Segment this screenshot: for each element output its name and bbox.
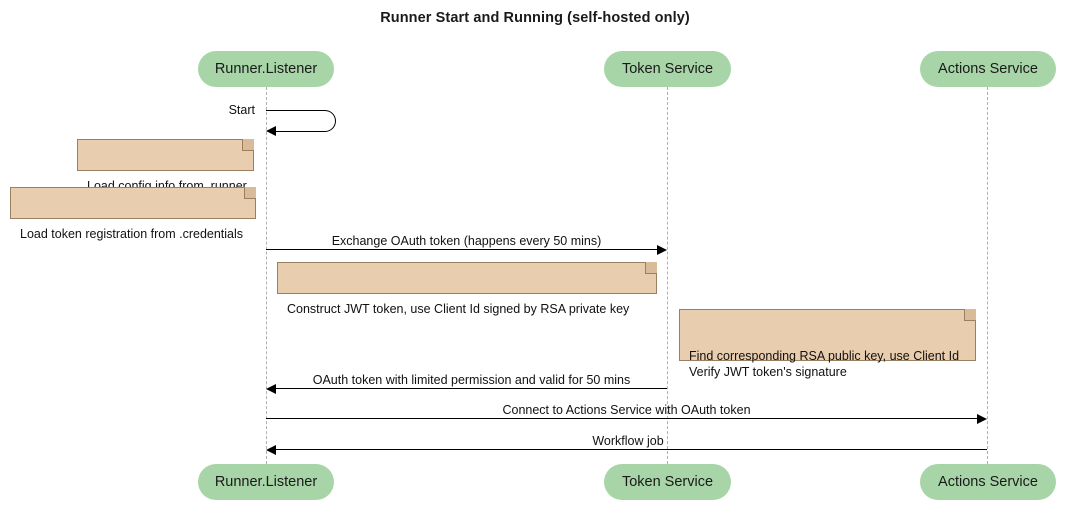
note-construct-jwt-token: Construct JWT token, use Client Id signe…: [277, 262, 657, 316]
lifeline-runner: [266, 87, 267, 464]
self-loop-bottom-segment: [276, 130, 325, 132]
message-arrowhead-exchange-oauth-token: [657, 244, 667, 255]
self-loop-top-segment: [266, 110, 322, 111]
participant-label: Token Service: [621, 61, 714, 77]
message-arrowhead-oauth-token-reply: [266, 383, 276, 394]
lifeline-actions: [987, 87, 988, 464]
note-load-token-registration: Load token registration from .credential…: [10, 187, 256, 241]
message-line-oauth-token-reply: [276, 388, 667, 389]
participant-runner-listener-bottom[interactable]: Runner.Listener: [198, 464, 334, 500]
participant-actions-service-bottom[interactable]: Actions Service: [920, 464, 1056, 500]
self-loop-arrowhead: [266, 126, 276, 136]
self-loop-curve: [314, 110, 336, 132]
note-fold-corner: [242, 139, 254, 151]
message-line-connect-to-actions-service: [266, 418, 977, 419]
message-line-exchange-oauth-token: [266, 249, 657, 250]
participant-label: Actions Service: [938, 61, 1038, 77]
note-load-config-info: Load config info from .runner: [77, 139, 254, 193]
participant-runner-listener-top[interactable]: Runner.Listener: [198, 51, 334, 87]
message-label-connect-to-actions-service: Connect to Actions Service with OAuth to…: [502, 403, 751, 417]
self-message-start: [266, 110, 336, 136]
message-label-exchange-oauth-token: Exchange OAuth token (happens every 50 m…: [331, 234, 602, 248]
participant-label: Actions Service: [938, 474, 1038, 490]
message-line-workflow-job: [276, 449, 987, 450]
participant-label: Runner.Listener: [214, 61, 318, 77]
message-label-workflow-job: Workflow job: [592, 434, 664, 448]
message-label-start: Start: [228, 103, 255, 117]
note-fold-corner: [244, 187, 256, 199]
page-title: Runner Start and Running (self-hosted on…: [380, 10, 690, 26]
participant-label: Runner.Listener: [214, 474, 318, 490]
participant-token-service-bottom[interactable]: Token Service: [604, 464, 731, 500]
note-fold-corner: [964, 309, 976, 321]
note-fold-corner: [645, 262, 657, 274]
note-text: Construct JWT token, use Client Id signe…: [287, 302, 630, 316]
message-arrowhead-workflow-job: [266, 444, 276, 455]
message-arrowhead-connect-to-actions-service: [977, 413, 987, 424]
participant-actions-service-top[interactable]: Actions Service: [920, 51, 1056, 87]
message-label-oauth-token-reply: OAuth token with limited permission and …: [312, 373, 631, 387]
participant-token-service-top[interactable]: Token Service: [604, 51, 731, 87]
note-verify-jwt-signature: Find corresponding RSA public key, use C…: [679, 309, 976, 379]
participant-label: Token Service: [621, 474, 714, 490]
note-text: Find corresponding RSA public key, use C…: [689, 349, 960, 379]
lifeline-token: [667, 87, 668, 464]
note-text: Load token registration from .credential…: [20, 227, 244, 241]
